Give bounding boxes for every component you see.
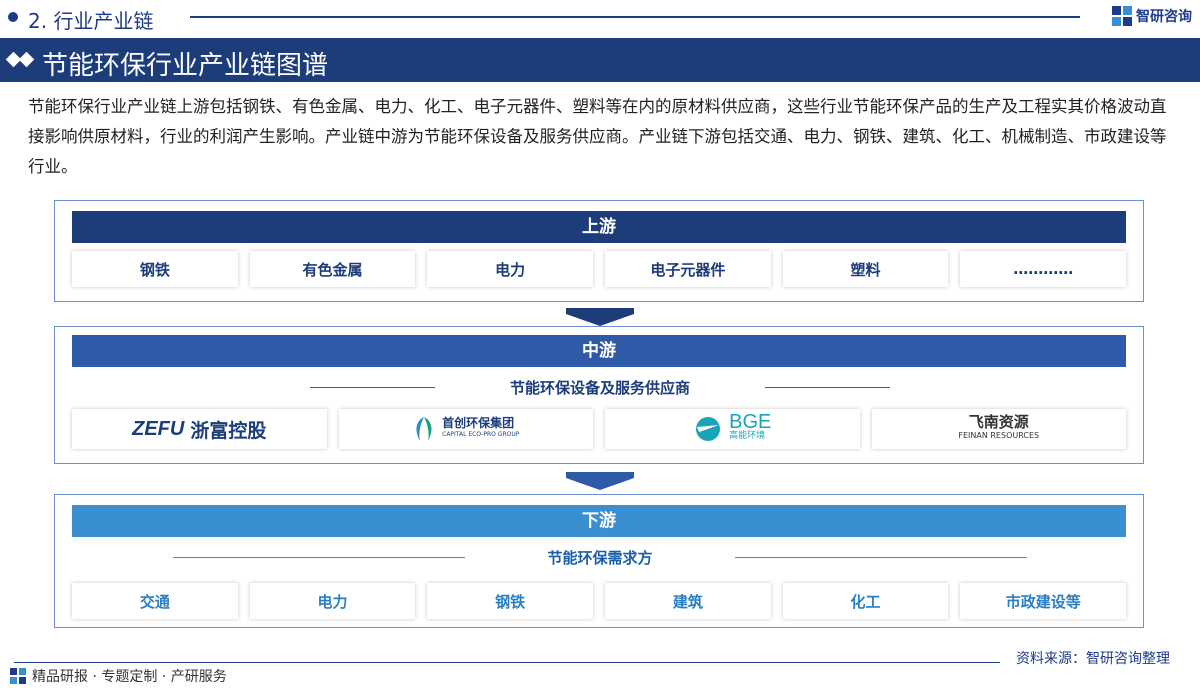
downstream-subtitle-row: 节能环保需求方: [173, 547, 1027, 568]
downstream-header: 下游: [72, 505, 1126, 537]
upstream-item: 电力: [427, 251, 594, 287]
upstream-item: 电子元器件: [605, 251, 771, 287]
capital-logo-icon: [416, 417, 432, 441]
source-note: 资料来源：智研咨询整理: [1016, 651, 1170, 667]
company-logo-feinan: 飞南资源 FEINAN RESOURCES: [871, 409, 1126, 449]
feinan-name: 飞南资源: [968, 413, 1029, 431]
downstream-item: 钢铁: [427, 583, 594, 619]
downstream-item: 市政建设等: [960, 583, 1127, 619]
top-header: 2. 行业产业链 智研咨询: [0, 0, 1200, 34]
bge-name: 高能环境: [729, 431, 766, 441]
midstream-subtitle: 节能环保设备及服务供应商: [509, 379, 690, 397]
footer-divider: [14, 662, 1000, 663]
diamonds-icon: [5, 51, 38, 68]
company-logo-zefu: ZEFU 浙富控股: [72, 409, 327, 449]
midstream-subtitle-row: 节能环保设备及服务供应商: [310, 377, 890, 398]
bge-mark: BGE: [729, 411, 772, 433]
downstream-item: 建筑: [605, 583, 771, 619]
upstream-item: 有色金属: [249, 251, 416, 287]
zefu-name: 浙富控股: [190, 419, 267, 442]
footer-slogan-row: 精品研报 · 专题定制 · 产研服务: [10, 666, 227, 686]
downstream-subtitle: 节能环保需求方: [547, 549, 653, 567]
midstream-companies: ZEFU 浙富控股 首创环保集团 CAPITAL ECO-PRO GROUP B…: [72, 409, 1126, 449]
midstream-panel: 中游 节能环保设备及服务供应商 ZEFU 浙富控股 首创环保集团 CAPITAL…: [54, 326, 1144, 464]
company-logo-capital: 首创环保集团 CAPITAL ECO-PRO GROUP: [338, 409, 593, 449]
upstream-panel: 上游 钢铁 有色金属 电力 电子元器件 塑料 …………: [54, 200, 1144, 302]
feinan-en: FEINAN RESOURCES: [958, 431, 1040, 440]
page-title: 节能环保行业产业链图谱: [42, 51, 329, 81]
upstream-items: 钢铁 有色金属 电力 电子元器件 塑料 …………: [72, 251, 1127, 287]
title-band: 节能环保行业产业链图谱: [0, 38, 1200, 82]
capital-en: CAPITAL ECO-PRO GROUP: [442, 431, 520, 438]
midstream-header: 中游: [72, 335, 1126, 367]
upstream-item: 塑料: [782, 251, 949, 287]
header-divider: [190, 16, 1080, 18]
downstream-item: 电力: [249, 583, 416, 619]
intro-text: 节能环保行业产业链上游包括钢铁、有色金属、电力、化工、电子元器件、塑料等在内的原…: [28, 97, 1167, 176]
section-title: 2. 行业产业链: [28, 9, 154, 33]
brand-name: 智研咨询: [1136, 9, 1192, 25]
downstream-panel: 下游 节能环保需求方 交通 电力 钢铁 建筑 化工 市政建设等: [54, 494, 1144, 628]
upstream-item: 钢铁: [72, 251, 238, 287]
capital-name: 首创环保集团: [442, 416, 515, 430]
downstream-items: 交通 电力 钢铁 建筑 化工 市政建设等: [72, 583, 1127, 619]
bullet-icon: [8, 12, 18, 22]
brand-mini-logo-icon: [10, 668, 26, 684]
upstream-item: …………: [960, 251, 1127, 287]
downstream-item: 交通: [72, 583, 238, 619]
bge-logo-icon: [696, 417, 721, 441]
brand: 智研咨询: [1112, 6, 1192, 26]
footer-slogan: 精品研报 · 专题定制 · 产研服务: [32, 669, 227, 685]
company-logo-bge: BGE 高能环境: [605, 409, 860, 449]
downstream-item: 化工: [782, 583, 949, 619]
zefu-mark: ZEFU: [132, 417, 185, 440]
brand-logo-icon: [1112, 6, 1132, 26]
upstream-header: 上游: [72, 211, 1126, 243]
